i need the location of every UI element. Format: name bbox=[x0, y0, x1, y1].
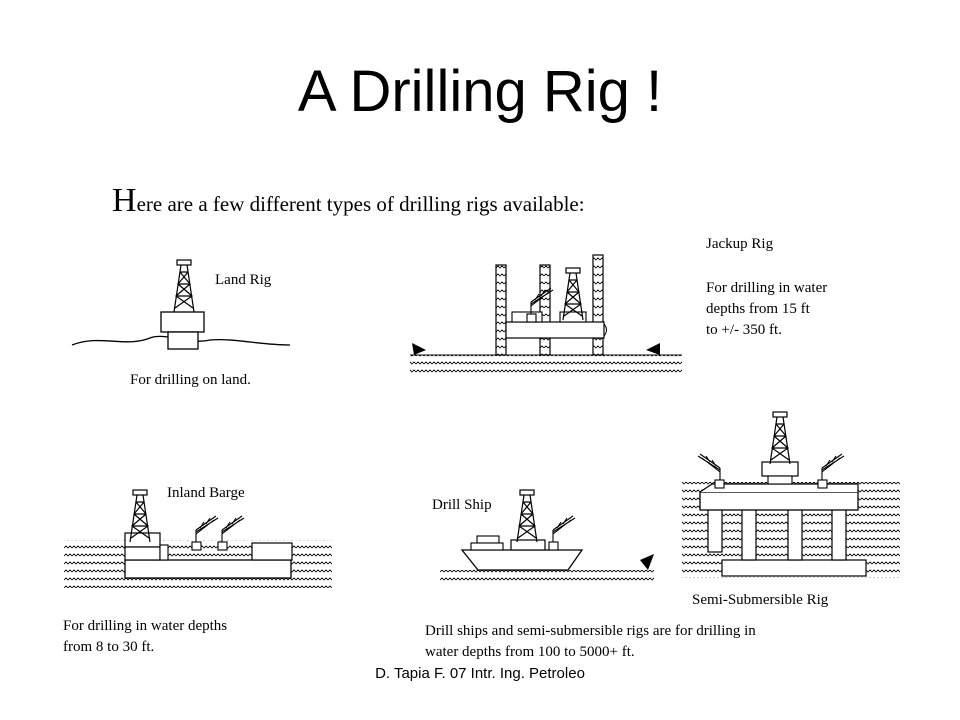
subtitle-rest: ere are a few different types of drillin… bbox=[136, 192, 585, 216]
jackup-rig-drawing bbox=[410, 254, 682, 377]
drill-ship-label: Drill Ship bbox=[432, 497, 492, 513]
jackup-rig-label: Jackup Rig bbox=[706, 236, 774, 252]
inland-barge-drawing bbox=[64, 489, 332, 588]
drill-ship-drawing bbox=[440, 489, 654, 584]
inland-barge-label: Inland Barge bbox=[167, 485, 245, 501]
page-title: A Drilling Rig ! bbox=[297, 59, 663, 124]
inland-barge-desc-line: from 8 to 30 ft. bbox=[63, 639, 155, 655]
subtitle: Here are a few different types of drilli… bbox=[112, 184, 585, 218]
jackup-rig-description: For drilling in water depths from 15 ft … bbox=[706, 278, 827, 341]
deepwater-desc-line: Drill ships and semi-submersible rigs ar… bbox=[425, 623, 756, 639]
deepwater-description: Drill ships and semi-submersible rigs ar… bbox=[425, 621, 756, 663]
jackup-desc-line: For drilling in water bbox=[706, 280, 828, 296]
land-rig-drawing bbox=[71, 259, 291, 350]
land-rig-label: Land Rig bbox=[215, 272, 272, 288]
inland-barge-desc-line: For drilling in water depths bbox=[63, 618, 228, 634]
subtitle-initial: H bbox=[112, 182, 137, 219]
land-rig-description: For drilling on land. bbox=[130, 372, 251, 388]
inland-barge-description: For drilling in water depths from 8 to 3… bbox=[63, 616, 227, 658]
jackup-desc-line: to +/- 350 ft. bbox=[706, 322, 782, 338]
footer: D. Tapia F. 07 Intr. Ing. Petroleo bbox=[375, 665, 585, 682]
semi-submersible-rig-drawing bbox=[682, 411, 900, 578]
jackup-desc-line: depths from 15 ft bbox=[706, 301, 810, 317]
semi-submersible-rig-label: Semi-Submersible Rig bbox=[692, 592, 829, 608]
deepwater-desc-line: water depths from 100 to 5000+ ft. bbox=[425, 644, 635, 660]
